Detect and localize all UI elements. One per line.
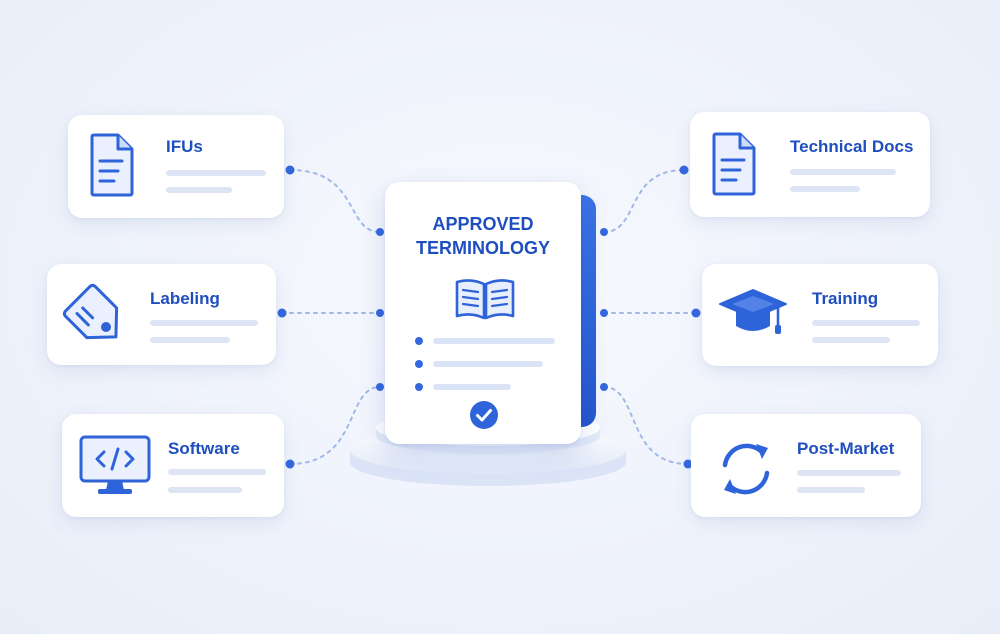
bullet-dot	[415, 337, 423, 345]
graduation-cap-icon	[719, 289, 787, 334]
approved-terminology-document: APPROVED TERMINOLOGY	[385, 182, 581, 444]
center-title-line1: APPROVED	[432, 214, 534, 234]
connector-dot	[285, 165, 295, 175]
placeholder-line	[433, 361, 543, 367]
document-row	[415, 380, 565, 394]
connector-dot	[285, 459, 295, 469]
connector-dot	[277, 308, 287, 318]
placeholder-line	[168, 469, 266, 475]
node-post-market[interactable]: Post-Market	[691, 414, 921, 517]
node-label: Post-Market	[797, 439, 895, 458]
placeholder-line	[797, 470, 901, 476]
monitor-code-icon	[79, 435, 151, 494]
connector-dot	[376, 309, 384, 317]
node-label: Technical Docs	[790, 137, 914, 156]
center-title: APPROVED TERMINOLOGY	[385, 212, 581, 260]
connector-software	[289, 386, 381, 465]
node-label: Training	[812, 289, 879, 308]
placeholder-line	[812, 337, 890, 343]
connector-dot	[376, 383, 384, 391]
node-labeling[interactable]: Labeling	[47, 264, 276, 365]
placeholder-line	[790, 186, 860, 192]
connector-dot	[600, 228, 608, 236]
placeholder-line	[797, 487, 865, 493]
node-label: Software	[168, 439, 240, 458]
connector-dot	[600, 383, 608, 391]
document-row	[415, 334, 565, 348]
open-book-icon	[455, 279, 515, 320]
node-software[interactable]: Software	[62, 414, 284, 517]
bullet-dot	[415, 360, 423, 368]
connector-dot	[691, 308, 701, 318]
placeholder-line	[433, 384, 511, 390]
connector-dot	[600, 309, 608, 317]
document-icon	[90, 133, 134, 197]
document-row	[415, 357, 565, 371]
connector-ifus	[289, 169, 381, 233]
refresh-cycle-icon	[722, 443, 770, 495]
connector-dot	[683, 459, 693, 469]
connector-dot	[376, 228, 384, 236]
node-training[interactable]: Training	[702, 264, 938, 366]
bullet-dot	[415, 383, 423, 391]
placeholder-line	[150, 320, 258, 326]
node-label: Labeling	[150, 289, 220, 308]
node-ifus[interactable]: IFUs	[68, 115, 284, 218]
placeholder-line	[790, 169, 896, 175]
placeholder-line	[433, 338, 555, 344]
placeholder-line	[166, 170, 266, 176]
document-icon	[712, 132, 756, 196]
node-technical-docs[interactable]: Technical Docs	[690, 112, 930, 217]
connector-dot	[679, 165, 689, 175]
check-circle-icon	[470, 401, 498, 429]
placeholder-line	[168, 487, 242, 493]
placeholder-line	[166, 187, 232, 193]
connector-post-market	[603, 386, 689, 465]
placeholder-line	[812, 320, 920, 326]
placeholder-line	[150, 337, 230, 343]
connector-technical-docs	[603, 169, 685, 233]
node-label: IFUs	[166, 137, 203, 156]
tag-icon	[62, 283, 119, 340]
center-title-line2: TERMINOLOGY	[416, 238, 550, 258]
